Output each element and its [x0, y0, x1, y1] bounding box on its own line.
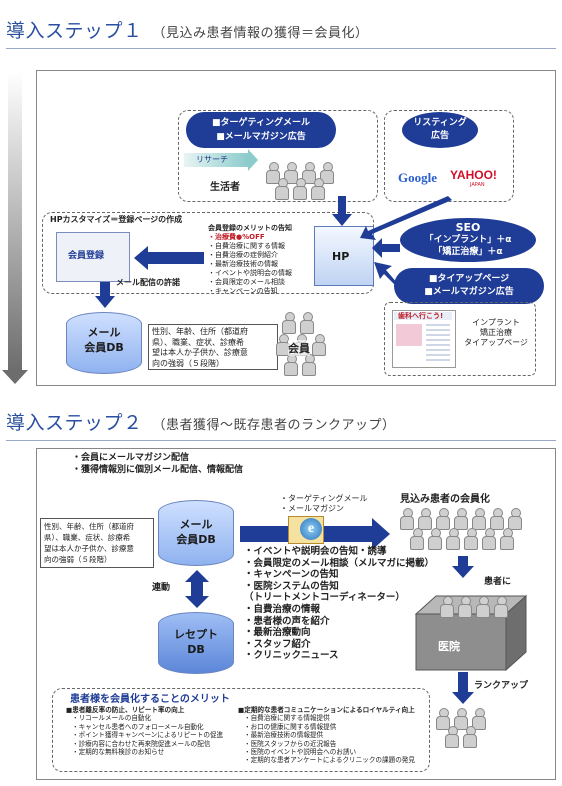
merit-right-item: ・医院スタッフからの近況報告 [238, 740, 415, 748]
merit-left-item: ・診療内容に合わせた再来院促進メールの配信 [66, 740, 223, 748]
merit-left-item: ・リコールメールの自動化 [66, 714, 223, 722]
merit-right-item: ・お口の健康に関する情報提供 [238, 723, 415, 731]
merit-right-item: ・最新治療技術の情報提供 [238, 731, 415, 739]
patient-person-icon [494, 596, 508, 618]
merit-left-item: ・キャンセル患者へのフォローメール自動化 [66, 723, 223, 731]
merit-right-column: ■定期的な患者コミュニケーションによるロイヤルティ向上 ・自費治療に関する情報提… [238, 706, 415, 765]
clinic-cube-front [416, 614, 506, 670]
step2-merit-title: 患者様を会員化することのメリット [70, 690, 230, 705]
merit-right-item: ・自費治療に関する情報提供 [238, 714, 415, 722]
rankup-label: ランクアップ [474, 680, 528, 692]
merit-left-item: ・ポイント獲得キャンペーンによるリピートの促進 [66, 731, 223, 739]
rankup-person-icon [463, 726, 477, 748]
merit-right-item: ・定期的な患者アンケートによるクリニックの課題の発見 [238, 756, 415, 764]
merit-left-column: ■患者離反率の防止、リピート率の向上 ・リコールメールの自動化 ・キャンセル患者… [66, 706, 223, 756]
patient-person-icon [476, 596, 490, 618]
rankup-person-icon [445, 726, 459, 748]
merit-left-item: ・定期的な無料検診のお知らせ [66, 748, 223, 756]
rankup-arrow-head [452, 692, 474, 704]
rankup-arrow [458, 672, 468, 694]
clinic-label: 医院 [438, 638, 460, 654]
patient-person-icon [458, 596, 472, 618]
patient-person-icon [440, 596, 454, 618]
